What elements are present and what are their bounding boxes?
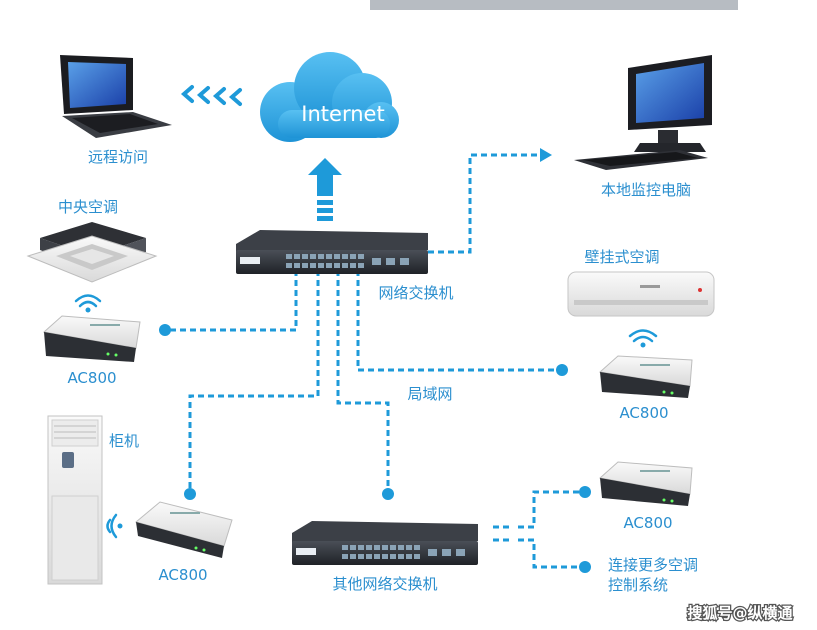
remote-access-chevrons xyxy=(180,85,242,106)
label-other-switch: 其他网络交换机 xyxy=(332,575,437,593)
ac800-controller-right xyxy=(598,355,693,398)
label-more-ac-line1: 连接更多空调 xyxy=(608,556,698,574)
link-switch-to-ac800-cabinet xyxy=(188,270,320,488)
cloud-label: Internet xyxy=(301,102,384,126)
wifi-signal-icon xyxy=(106,513,123,539)
ac800-controller-cabinet xyxy=(134,501,233,558)
connection-lines xyxy=(159,148,591,573)
label-remote-access: 远程访问 xyxy=(88,148,148,166)
endpoint-dot xyxy=(579,561,591,573)
wifi-icon xyxy=(74,294,102,313)
desktop-pc-icon xyxy=(574,55,712,170)
link-other-switch-to-more xyxy=(518,538,580,569)
endpoint-dot xyxy=(382,488,394,500)
cabinet-ac-icon xyxy=(47,415,103,585)
label-ac800-right: AC800 xyxy=(619,404,668,422)
ac800-controller-left xyxy=(42,315,141,362)
top-strip xyxy=(370,0,738,10)
arrow-to-local-pc xyxy=(540,148,552,162)
label-cabinet: 柜机 xyxy=(109,432,139,450)
link-switch-to-local-pc xyxy=(428,153,540,254)
link-switch-to-ac800-right xyxy=(356,270,555,372)
label-lan: 局域网 xyxy=(407,385,452,403)
watermark: 搜狐号@纵横通 xyxy=(687,604,792,622)
label-ac800-far-right: AC800 xyxy=(623,514,672,532)
label-more-ac-line2: 控制系统 xyxy=(608,576,668,594)
label-ac800-left: AC800 xyxy=(67,369,116,387)
other-network-switch xyxy=(292,521,478,565)
link-switch-to-ac800-left xyxy=(170,270,298,332)
main-network-switch xyxy=(236,230,428,274)
endpoint-dot xyxy=(159,324,171,336)
label-wall-ac: 壁挂式空调 xyxy=(584,248,659,266)
label-local-pc: 本地监控电脑 xyxy=(601,181,691,199)
uplink-arrow xyxy=(308,158,342,221)
endpoint-dot xyxy=(184,488,196,500)
link-switch-to-other-switch xyxy=(336,270,390,488)
endpoint-dot xyxy=(556,364,568,376)
wall-ac-icon xyxy=(567,271,715,317)
label-switch: 网络交换机 xyxy=(378,284,453,302)
ac800-controller-far-right xyxy=(598,461,693,506)
laptop-icon xyxy=(60,55,172,138)
ceiling-ac-icon xyxy=(26,222,158,283)
wifi-icon xyxy=(628,329,658,348)
label-central-ac: 中央空调 xyxy=(58,198,118,216)
label-ac800-cabinet: AC800 xyxy=(158,566,207,584)
internet-cloud: Internet xyxy=(260,52,399,142)
link-other-switch-to-ac800 xyxy=(518,490,580,529)
endpoint-dot xyxy=(579,486,591,498)
